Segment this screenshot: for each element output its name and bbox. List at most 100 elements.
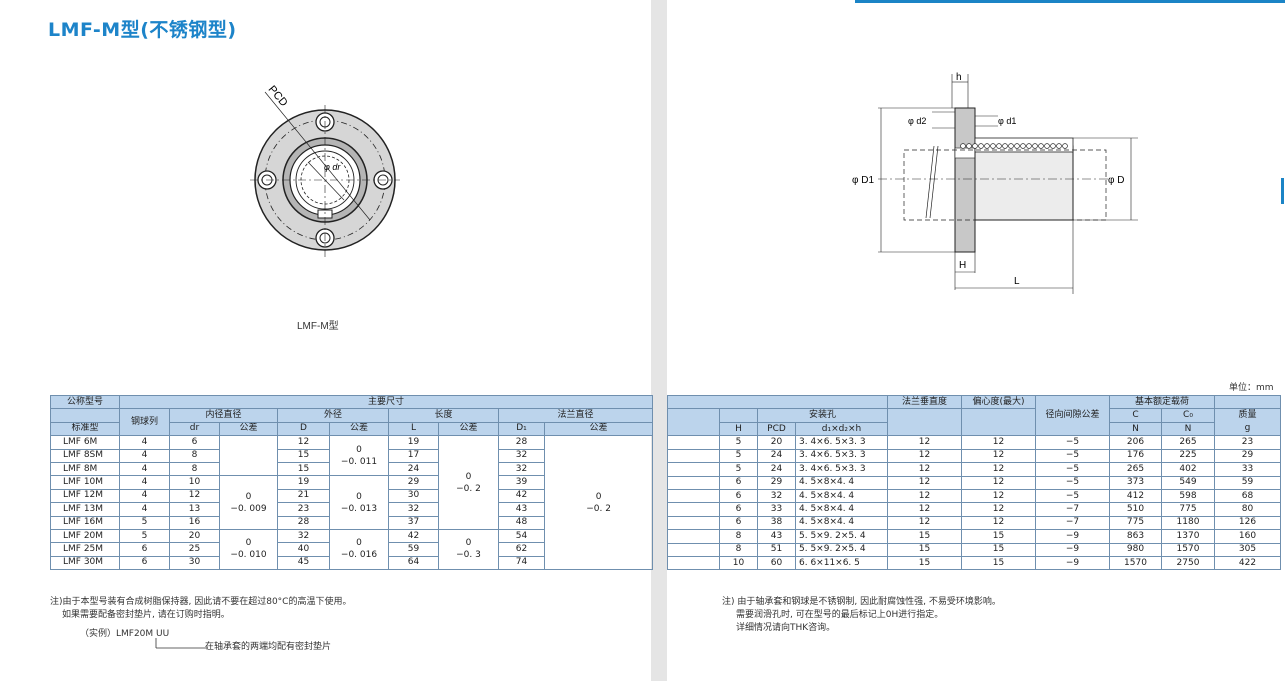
table-cell: 160 [1214,529,1282,544]
side-view-drawing: h φ D1 φ D φ d2 φ d1 H L [852,72,1138,294]
table-cell: 4. 5×8×4. 4 [795,515,888,531]
table-cell: 1370 [1160,529,1216,544]
table-cell: 80 [1214,502,1282,517]
table-cell: 43 [498,502,545,517]
table-cell: 265 [1160,435,1216,450]
table-cell: 6 [169,435,220,450]
table-cell: 4. 5×8×4. 4 [795,475,888,490]
table-cell: 29 [388,475,439,490]
mass-label: 质量 [1238,410,1257,421]
table-cell: 32 [498,461,545,477]
table-cell: −5 [1035,448,1110,464]
table-cell: 2750 [1160,555,1216,571]
table-cell: 59 [388,542,439,557]
header-length: 长度 [388,408,499,423]
table-cell [667,475,720,490]
header-blank-left [667,408,720,436]
table-cell: 38 [757,515,796,531]
spec-table-left: 公称型号 主要尺寸 钢球列 内径直径 外径 长度 法兰直径 标准型 dr 公差 … [50,394,654,571]
note-left-1: 注)由于本型号装有合成树脂保持器, 因此请不要在超过80°C的高温下使用。 [50,597,352,607]
table-cell [667,542,720,557]
example-callout-text: 在轴承套的两端均配有密封垫片 [205,642,332,652]
table-cell: 24 [757,462,796,477]
table-cell: −9 [1035,529,1110,544]
table-cell: −7 [1035,502,1110,517]
table-cell: 4 [119,488,170,504]
table-cell: 24 [757,448,796,464]
header-L: L [388,421,439,437]
table-cell: 20 [169,528,220,544]
table-cell: 6 [119,542,170,557]
table-cell: 980 [1109,542,1162,557]
table-cell: 10 [169,475,220,490]
header-main-dims: 主要尺寸 [118,394,654,410]
table-cell: 51 [757,542,796,557]
table-cell: 5 [119,515,170,530]
tolerance-cell: 0 −0. 3 [438,528,499,571]
table-cell: 32 [498,448,545,463]
table-cell: 12 [961,462,1036,477]
table-cell [667,448,720,464]
table-cell: LMF 20M [50,528,120,544]
table-cell: 23 [277,502,330,517]
h-label: h [956,72,962,83]
table-cell: 60 [757,555,796,571]
table-cell: LMF 6M [50,435,120,450]
table-cell: 12 [277,435,330,450]
header-outer-dia: 外径 [277,408,389,423]
table-cell: 4. 5×8×4. 4 [795,488,888,504]
header-dr: dr [169,421,220,437]
table-cell: −9 [1035,555,1110,571]
table-cell: 4 [119,461,170,477]
note-right-3: 详细情况请向THK咨询。 [736,623,836,633]
table-cell: 12 [887,502,962,517]
H-label: H [959,260,966,271]
table-cell: 8 [169,461,220,477]
table-cell: 48 [498,515,545,530]
table-cell: 15 [961,555,1036,571]
tolerance-cell [219,435,278,477]
header-N1: N [1109,421,1162,437]
table-cell: 8 [169,448,220,463]
table-cell: 1180 [1160,515,1216,531]
header-blank-perp [887,408,962,437]
table-cell: 3. 4×6. 5×3. 3 [795,435,888,450]
top-accent-bar [855,0,1285,3]
table-cell: 126 [1214,515,1282,531]
table-cell: −5 [1035,475,1110,490]
table-cell: 5 [119,528,170,544]
table-cell: 6 [719,515,758,531]
pcd-label: PCD [266,84,290,110]
table-cell: 54 [498,528,545,544]
d2-label: φ d2 [908,116,926,126]
table-cell: LMF 16M [50,515,120,530]
header-model: 公称型号 [50,394,120,410]
header-standard: 标准型 [50,421,120,437]
table-cell: 16 [169,515,220,530]
table-cell: 373 [1109,475,1162,490]
table-cell: 598 [1160,488,1216,504]
table-cell: 775 [1160,502,1216,517]
table-cell: 265 [1109,462,1162,477]
header-tol-L: 公差 [438,421,499,437]
table-cell: 6. 6×11×6. 5 [795,555,888,571]
table-cell: 422 [1214,555,1282,571]
table-cell: 305 [1214,542,1282,557]
d1-label: φ d1 [998,116,1016,126]
table-cell: 17 [388,448,439,463]
table-cell: 32 [388,502,439,517]
table-cell: 13 [169,502,220,517]
table-cell: 37 [388,515,439,530]
table-cell: 5 [719,435,758,450]
ball-row [960,143,1068,149]
example-callout-line [155,638,208,649]
table-cell: 24 [388,461,439,477]
table-cell: 15 [277,461,330,477]
table-cell: 19 [388,435,439,450]
